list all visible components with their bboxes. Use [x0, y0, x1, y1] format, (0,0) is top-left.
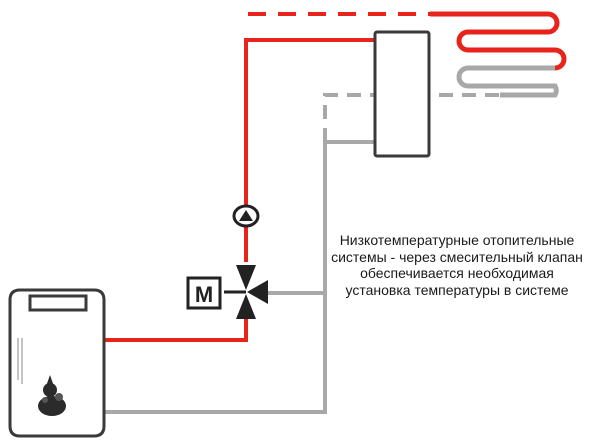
- valve-motor-actuator: M: [186, 276, 222, 310]
- description-line: системы - через смесительный клапан: [331, 248, 583, 265]
- system-description: Низкотемпературные отопительные системы …: [322, 232, 592, 298]
- underfloor-heating-loop: [248, 11, 567, 98]
- underfloor-supply-coil: [430, 11, 567, 71]
- mixing-valve-icon: [224, 265, 268, 319]
- boiler-supply-pipe: [103, 318, 248, 342]
- underfloor-return-coil: [456, 65, 559, 98]
- boiler-logo-icon: [38, 375, 66, 416]
- return-riser-pipe: [103, 140, 375, 414]
- boiler-unit: [8, 288, 106, 438]
- circulation-pump-icon: [232, 204, 260, 228]
- boiler-body: [8, 288, 106, 438]
- description-line: обеспечивается необходимая: [360, 265, 554, 281]
- supply-riser-pipe: [244, 38, 375, 262]
- description-line: Низкотемпературные отопительные: [339, 232, 575, 248]
- manifold-tank: [373, 30, 431, 158]
- description-line: установка температуры в системе: [345, 281, 569, 298]
- boiler-display: [28, 294, 88, 312]
- return-dashed-line: [323, 93, 500, 142]
- motor-label: M: [195, 282, 213, 307]
